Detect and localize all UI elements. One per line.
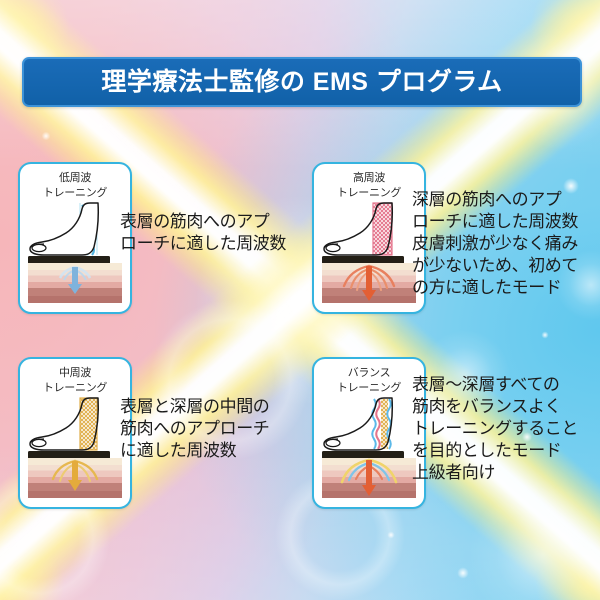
card-title-mid-frequency: 中周波 トレーニング [20,366,130,396]
card-title-high-frequency: 高周波 トレーニング [314,171,424,201]
foot-illustration-mid-frequency [20,394,130,466]
description-mid-frequency: 表層と深層の中間の 筋肉へのアプローチ に適した周波数 [120,396,270,462]
card-title-line1: バランス [347,367,391,379]
desc-line: トレーニングすること [412,419,578,439]
desc-line: が少ないため、初めて [412,256,578,276]
card-title-line2: トレーニング [42,381,108,394]
skin-cross-section-balance [322,458,416,498]
desc-line: を目的としたモード [412,441,562,461]
foot-illustration-high-frequency [314,199,424,271]
card-mid-frequency[interactable]: 中周波 トレーニング [18,357,132,509]
card-title-balance: バランス トレーニング [314,366,424,396]
desc-line: 表層の筋肉へのアプ [120,212,270,231]
description-balance: 表層～深層すべての 筋肉をバランスよく トレーニングすること を目的としたモード… [412,374,578,484]
desc-line: ローチに適した周波数 [412,212,578,232]
desc-line: 表層～深層すべての [412,375,560,394]
page-title-bar: 理学療法士監修の EMS プログラム [22,57,582,107]
foot-outline-icon [29,202,99,256]
foot-outline-icon [29,397,99,451]
card-title-line1: 中周波 [58,367,92,379]
foot-outline-icon [323,397,393,451]
platform-bar [28,451,110,459]
foot-illustration-balance [314,394,424,466]
desc-line: 上級者向け [412,463,495,483]
foot-outline-icon [323,202,393,256]
desc-line: 皮膚刺激が少なく痛み [412,234,578,254]
mesh-waves-icon [373,203,392,255]
platform-bar [322,451,404,459]
desc-line: 筋肉をバランスよく [412,397,562,417]
desc-line: の方に適したモード [412,278,562,298]
desc-line: ローチに適した周波数 [120,234,286,254]
platform-bar [322,256,404,264]
desc-line: 表層と深層の中間の [120,397,270,416]
skin-cross-section-mid-frequency [28,458,122,498]
card-title-line2: トレーニング [336,186,402,199]
card-title-line2: トレーニング [336,381,402,394]
card-high-frequency[interactable]: 高周波 トレーニング [312,162,426,314]
depth-arrow-icon [362,266,376,301]
foot-illustration-low-frequency [20,199,130,271]
card-low-frequency[interactable]: 低周波 トレーニング [18,162,132,314]
desc-line: 深層の筋肉へのアプ [412,190,562,209]
depth-arrow-icon [68,267,82,294]
skin-cross-section-low-frequency [28,263,122,303]
mesh-waves-icon [80,398,97,450]
card-title-low-frequency: 低周波 トレーニング [20,171,130,201]
description-low-frequency: 表層の筋肉へのアプ ローチに適した周波数 [120,211,286,255]
page-title: 理学療法士監修の EMS プログラム [101,67,503,96]
card-title-line1: 低周波 [58,172,92,184]
card-title-line1: 高周波 [352,172,386,184]
depth-arrow-icon [362,460,376,496]
platform-bar [28,256,110,264]
skin-cross-section-high-frequency [322,263,416,303]
desc-line: 筋肉へのアプローチ [120,419,270,439]
description-high-frequency: 深層の筋肉へのアプ ローチに適した周波数 皮膚刺激が少なく痛み が少ないため、初… [412,189,578,299]
depth-arrow-icon [68,461,82,491]
card-title-line2: トレーニング [42,186,108,199]
card-balance[interactable]: バランス トレーニング [312,357,426,509]
desc-line: に適した周波数 [120,441,237,461]
